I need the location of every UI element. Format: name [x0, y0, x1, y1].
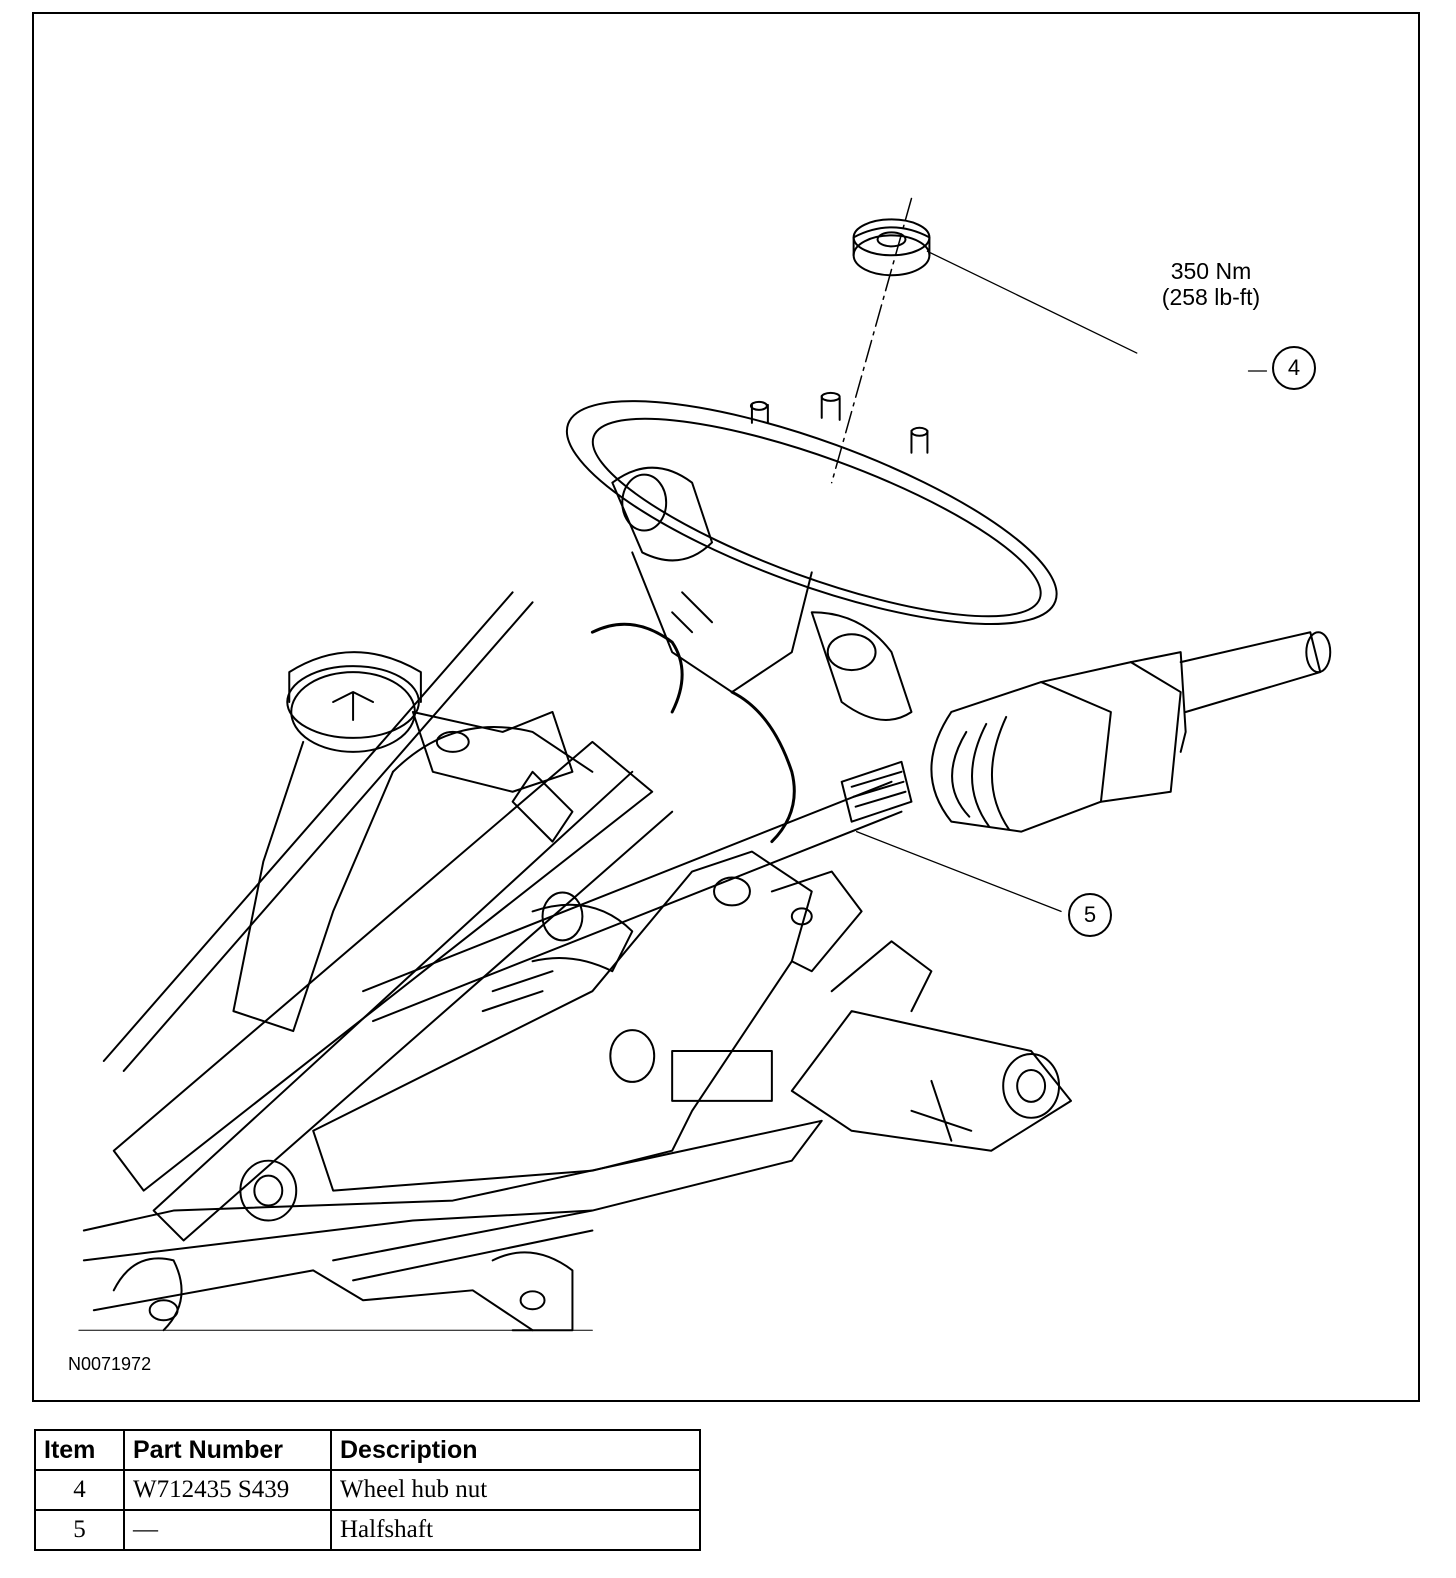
cell-description: Wheel hub nut: [330, 1469, 701, 1511]
figure-frame: 350 Nm (258 lb-ft) 4 5 N0071972: [32, 12, 1420, 1402]
torque-spec-4: 350 Nm (258 lb-ft): [1126, 258, 1296, 310]
leader-line-5: [855, 830, 1062, 913]
wheel-hub-nut-drawing: [852, 218, 931, 277]
torque-imperial: (258 lb-ft): [1161, 284, 1261, 310]
cell-item: 5: [34, 1509, 125, 1551]
subframe-drawing: [78, 1119, 823, 1332]
parts-table: Item Part Number Description 4 W712435 S…: [34, 1429, 701, 1551]
leader-line-4: [926, 250, 1138, 354]
callout-5: 5: [1068, 893, 1112, 937]
callout-4: 4: [1272, 346, 1316, 390]
figure-id: N0071972: [68, 1354, 152, 1374]
trailing-arm-drawing: [770, 870, 1072, 1152]
table-row: 4 W712435 S439 Wheel hub nut: [34, 1469, 701, 1511]
header-description: Description: [330, 1429, 701, 1471]
cell-part-number: —: [123, 1509, 332, 1551]
halfshaft-drawing: [362, 631, 1332, 1023]
table-header-row: Item Part Number Description: [34, 1429, 701, 1471]
brake-line-drawing: [481, 622, 796, 1013]
suspension-line-drawing: [78, 197, 1332, 1332]
table-row: 5 — Halfshaft: [34, 1509, 701, 1551]
cell-item: 4: [34, 1469, 125, 1511]
cell-part-number: W712435 S439: [123, 1469, 332, 1511]
header-item: Item: [34, 1429, 125, 1471]
lower-arm-drawing: [112, 740, 813, 1242]
stabilizer-link-drawing: [102, 591, 574, 1072]
hub-flange-drawing: [565, 391, 1058, 625]
torque-metric: 350 Nm: [1170, 258, 1252, 284]
knuckle-drawing: [611, 466, 913, 721]
spring-seat-drawing: [232, 651, 594, 1033]
cell-description: Halfshaft: [330, 1509, 701, 1551]
install-axis-line: [830, 197, 913, 484]
header-part-number: Part Number: [123, 1429, 332, 1471]
